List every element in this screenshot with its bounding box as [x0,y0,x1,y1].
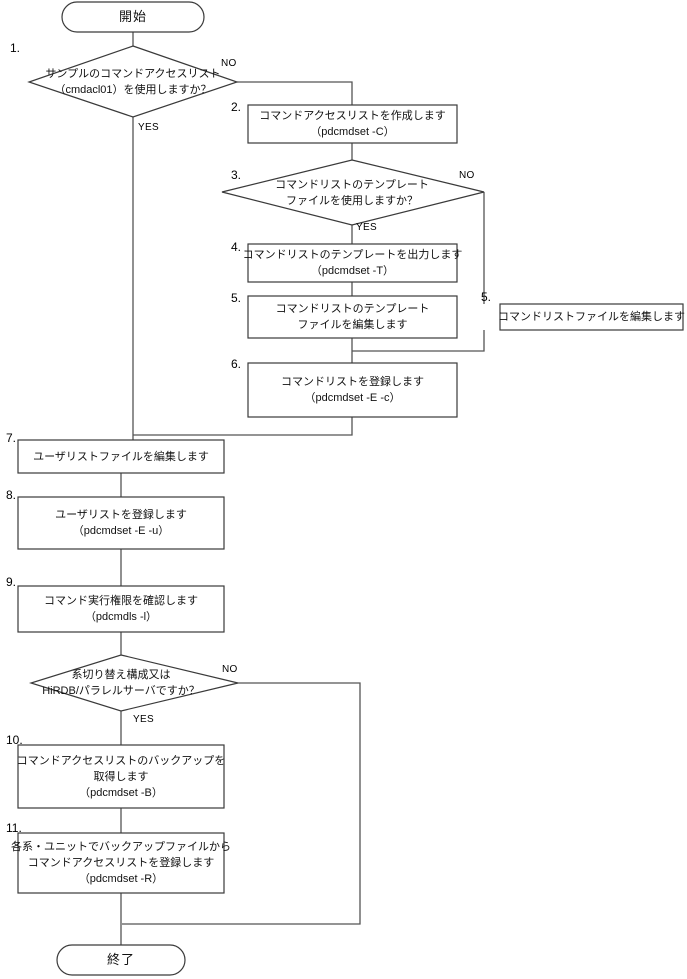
step-number-2: 2. [231,100,242,114]
branch-label-d3-yes: YES [356,222,377,233]
node-d3-line-2: ファイルを使用しますか？ [286,195,418,207]
node-d1-line-2: （cmdacl01）を使用しますか？ [54,84,212,96]
step-number-7: 7. [6,431,17,445]
node-p6-label: コマンドリストを登録します （pdcmdset -E -c） [248,363,457,417]
node-p7-label: ユーザリストファイルを編集します [18,440,224,473]
node-p9-line-2: （pdcmdls -l） [84,611,158,623]
node-p5a-label: コマンドリストのテンプレート ファイルを編集します [248,296,457,338]
node-p7-shape [17,439,225,474]
node-p11-line-2: コマンドアクセスリストを登録します [27,857,215,869]
step-number-9: 9. [6,575,17,589]
node-d1-label: サンプルのコマンドアクセスリスト （cmdacl01）を使用しますか？ [29,54,237,110]
node-p8-shape [17,496,225,550]
node-p10-shape [17,744,225,809]
node-p11-line-3: （pdcmdset -R） [78,873,164,885]
step-number-3: 3. [231,168,242,182]
node-p11-line-1: 各系・ユニットでバックアップファイルから [11,841,231,853]
node-p8-line-1: ユーザリストを登録します [55,509,187,521]
node-p8-label: ユーザリストを登録します （pdcmdset -E -u） [18,497,224,549]
branch-label-d9-no: NO [222,664,238,675]
edge-p6-p7 [133,417,353,436]
node-p8-line-2: （pdcmdset -E -u） [72,525,170,537]
node-p7-line-1: ユーザリストファイルを編集します [33,450,209,463]
node-end-shape [56,944,186,976]
step-number-11: 11. [6,821,22,835]
node-p6-line-2: （pdcmdset -E -c） [304,392,401,404]
node-d1-shape [27,45,239,118]
branch-label-d3-no: NO [459,170,475,181]
node-p11-shape [17,832,225,894]
node-p5b-line-1: コマンドリストファイルを編集します [498,311,685,323]
step-number-6: 6. [231,357,242,371]
node-end-label: 終了 [57,945,185,975]
node-d9-line-2: HiRDB/パラレルサーバですか？ [42,685,200,697]
node-p6-shape [247,362,458,418]
node-p5a-shape [247,295,458,339]
node-d9-shape [28,654,239,712]
node-p4-line-2: （pdcmdset -T） [310,265,395,277]
node-d3-line-1: コマンドリストのテンプレート [275,179,429,191]
node-start-line-1: 開始 [118,9,147,24]
node-p2-line-1: コマンドアクセスリストを作成します [259,110,446,122]
step-number-8: 8. [6,488,17,502]
node-p9-shape [17,585,225,633]
node-p4-shape [247,243,458,283]
node-p4-line-1: コマンドリストのテンプレートを出力します [242,249,463,261]
branch-label-d1-yes: YES [138,122,159,133]
node-p9-line-1: コマンド実行権限を確認します [44,595,198,607]
node-p10-line-3: （pdcmdset -B） [79,786,163,799]
node-p2-shape [247,104,458,144]
step-number-10: 10. [6,733,23,747]
node-d9-line-1: 系切り替え構成又は [71,669,171,681]
node-p2-line-2: （pdcmdset -C） [310,126,395,138]
node-p10-line-2: 取得します [93,770,149,783]
node-start-shape [61,1,205,33]
edge-p5b-join [352,330,485,352]
branch-label-d1-no: NO [221,58,237,69]
node-d3-label: コマンドリストのテンプレート ファイルを使用しますか？ [240,168,464,218]
node-start-label: 開始 [62,2,204,32]
node-p5a-line-2: ファイルを編集します [297,319,408,331]
node-p5b-label: コマンドリストファイルを編集します [498,304,685,330]
branch-label-d9-yes: YES [133,714,154,725]
edge-d1-no [237,81,353,105]
step-number-5b: 5. [481,290,492,304]
node-p11-label: 各系・ユニットでバックアップファイルから コマンドアクセスリストを登録します （… [11,833,231,893]
node-p2-label: コマンドアクセスリストを作成します （pdcmdset -C） [248,105,457,143]
node-d1-line-1: サンプルのコマンドアクセスリスト [45,68,221,80]
node-d3-shape [221,159,485,226]
node-p4-label: コマンドリストのテンプレートを出力します （pdcmdset -T） [243,244,463,282]
node-end-line-1: 終了 [106,952,135,967]
step-number-1: 1. [10,41,21,55]
edge-d9-no [122,682,361,925]
step-number-4: 4. [231,240,242,254]
node-d9-label: 系切り替え構成又は HiRDB/パラレルサーバですか？ [23,663,219,703]
node-p5a-line-1: コマンドリストのテンプレート [275,303,430,315]
node-p6-line-1: コマンドリストを登録します [281,376,424,388]
step-number-5a: 5. [231,291,242,305]
node-p10-line-1: コマンドアクセスリストのバックアップを [16,754,226,767]
node-p5b-shape [499,303,684,331]
node-p9-label: コマンド実行権限を確認します （pdcmdls -l） [18,586,224,632]
node-p10-label: コマンドアクセスリストのバックアップを 取得します （pdcmdset -B） [16,745,226,808]
